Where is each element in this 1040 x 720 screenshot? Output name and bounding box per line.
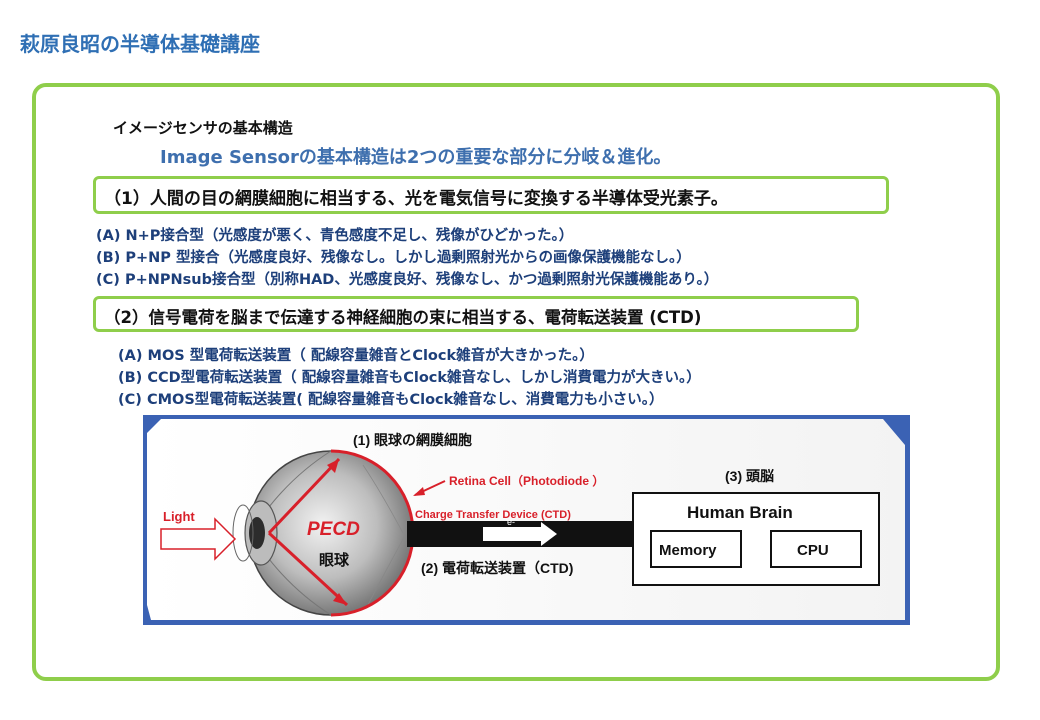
light-arrow-icon bbox=[160, 517, 237, 561]
section1-item-b: (B) P+NP 型接合（光感度良好、残像なし。しかし過剰照射光からの画像保護機… bbox=[96, 250, 691, 266]
section2-item-a: (A) MOS 型電荷転送装置（ 配線容量雑音とClock雑音が大きかった。） bbox=[118, 348, 594, 364]
pecd-label: PECD bbox=[307, 519, 360, 540]
slide-subtitle: イメージセンサの基本構造 bbox=[113, 119, 293, 137]
light-label: Light bbox=[163, 509, 195, 524]
cpu-label: CPU bbox=[797, 542, 829, 559]
memory-label: Memory bbox=[659, 542, 717, 559]
section2-item-b: (B) CCD型電荷転送装置（ 配線容量雑音もClock雑音なし、しかし消費電力… bbox=[118, 370, 701, 386]
eye-brain-diagram: Light (1) 眼球の網膜細胞 PECD 眼球 Retina Cell（Ph… bbox=[143, 415, 910, 625]
brain-heading-label: (3) 頭脳 bbox=[725, 468, 774, 484]
ctd-jp-label: (2) 電荷転送装置（CTD) bbox=[421, 560, 573, 576]
slide-lead: Image Sensorの基本構造は2つの重要な部分に分岐＆進化。 bbox=[160, 147, 672, 168]
section1-item-c: (C) P+NPNsub接合型（別称HAD、光感度良好、残像なし、かつ過剰照射光… bbox=[96, 272, 719, 288]
human-brain-label: Human Brain bbox=[687, 503, 793, 522]
retina-label: (1) 眼球の網膜細胞 bbox=[353, 432, 472, 448]
eyeball-icon bbox=[232, 449, 415, 617]
electron-label: e- bbox=[507, 517, 515, 527]
slide-frame bbox=[32, 83, 1000, 681]
eyeball-label: 眼球 bbox=[319, 551, 350, 569]
ctd-device-label: Charge Transfer Device (CTD) bbox=[415, 509, 571, 521]
page-title: 萩原良昭の半導体基礎講座 bbox=[20, 32, 260, 56]
section1-heading: （1）人間の目の網膜細胞に相当する、光を電気信号に変換する半導体受光素子。 bbox=[93, 176, 889, 214]
cpu-box bbox=[770, 530, 862, 568]
electron-arrow-icon bbox=[483, 522, 557, 546]
memory-box bbox=[650, 530, 742, 568]
section2-heading: （2）信号電荷を脳まで伝達する神経細胞の束に相当する、電荷転送装置 (CTD) bbox=[93, 296, 859, 332]
retina-cell-label: Retina Cell（Photodiode ） bbox=[449, 473, 604, 488]
section1-item-a: (A) N+P接合型（光感度が悪く、青色感度不足し、残像がひどかった。） bbox=[96, 228, 574, 244]
section2-item-c: (C) CMOS型電荷転送装置( 配線容量雑音もClock雑音なし、消費電力も小… bbox=[118, 392, 664, 408]
